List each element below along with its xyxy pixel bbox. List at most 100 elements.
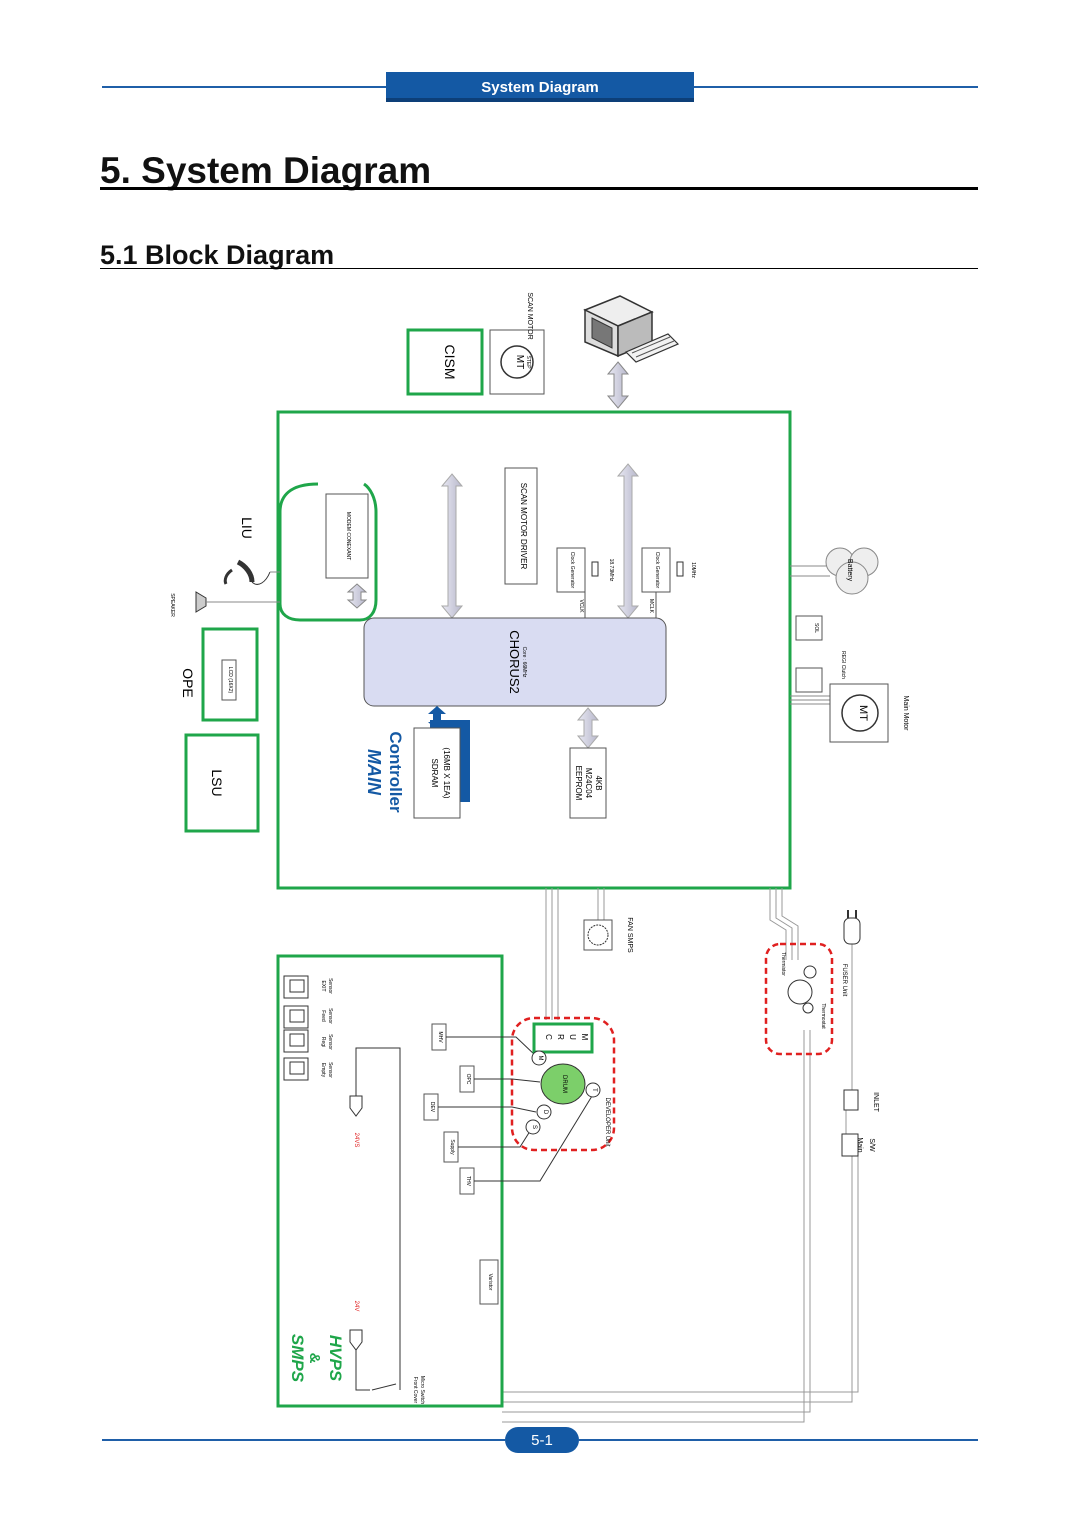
footer-rule-right — [579, 1439, 978, 1441]
lcd-label: LCD (16X2) — [227, 667, 233, 694]
eeprom-box — [569, 747, 607, 819]
thermostat-label: Thermostat — [820, 1003, 826, 1029]
dev-label: DEV — [429, 1102, 435, 1113]
inlet-label: INLET — [872, 1092, 879, 1113]
section-rule — [100, 268, 978, 269]
regi-sensor-sub: Sensor — [327, 1034, 333, 1050]
bus-arrow-left — [440, 473, 464, 619]
thermistor-label: Thermistor — [780, 952, 786, 976]
page-number: 5-1 — [505, 1427, 579, 1453]
feed-sensor-label: Feed — [320, 1010, 326, 1022]
chorus2-core: Core : 66MHz — [521, 647, 527, 678]
header-tab: System Diagram — [386, 72, 694, 102]
sdram-label: SDRAM — [430, 759, 439, 788]
scan-motor-label: SCAN MOTOR — [526, 292, 533, 339]
footer-rule-left — [102, 1439, 505, 1441]
cru-letter-r: R — [556, 1034, 565, 1040]
switch-wire — [355, 1346, 370, 1391]
hvps-logo: HVPS — [326, 1335, 345, 1382]
speaker-icon — [195, 591, 207, 613]
sensor-icons — [283, 975, 309, 1081]
fuser-roller-icon — [787, 979, 813, 1005]
chorus2-chip — [363, 617, 667, 707]
sdram-box — [413, 727, 461, 819]
computer-icon — [583, 295, 680, 363]
fan-smps-label: FAN SMPS — [626, 917, 633, 953]
sol-box — [795, 615, 823, 641]
clock-generator-2-box — [641, 547, 671, 593]
page-title: 5. System Diagram — [100, 150, 432, 191]
battery-icon — [825, 547, 879, 595]
inlet-box — [843, 1089, 859, 1111]
clock-generator-1-box — [556, 547, 586, 593]
eeprom-size: 4KB — [594, 775, 603, 790]
main-switch-box — [841, 1133, 859, 1157]
lcd-box — [221, 659, 237, 701]
cru-letter-m: M — [580, 1034, 589, 1041]
main-motor-mt: MT — [857, 705, 869, 721]
lsu-box — [184, 733, 260, 833]
controller-logo: Controller — [386, 731, 405, 813]
s-roller-icon — [525, 1119, 541, 1135]
ope-label: OPE — [180, 668, 196, 698]
smps-logo: SMPS — [288, 1334, 307, 1383]
sdram-size: (16MB X 1EA) — [442, 747, 451, 798]
mt-label: MT — [514, 355, 525, 369]
main-switch-sw: S/W — [868, 1138, 875, 1152]
cru-letter-u: U — [568, 1034, 577, 1040]
telephone-icon — [223, 559, 271, 585]
fan-icon — [587, 924, 609, 946]
cover-switch-wire — [355, 1047, 401, 1390]
cism-box — [406, 328, 484, 396]
header-rule-left — [102, 86, 386, 88]
clock-generator-2-label: Clock Generator — [654, 552, 660, 589]
header-rule-right — [694, 86, 978, 88]
main-logo: MAIN — [364, 749, 384, 796]
drum-icon — [540, 1063, 586, 1105]
exit-sensor-label: EXIT — [320, 980, 326, 991]
m-roller-label: M — [537, 1056, 543, 1061]
empty-sensor-sub: Sensor — [327, 1062, 333, 1078]
clock-generator-1-label: Clock Generator — [569, 552, 575, 589]
battery-label: Battery — [846, 559, 853, 582]
fuser-unit-box — [764, 942, 834, 1056]
supply-label: Supply — [449, 1139, 455, 1155]
crystal-1-icon — [591, 561, 599, 577]
scan-motor-driver-box — [504, 467, 538, 585]
d-roller-label: D — [542, 1110, 548, 1115]
24vs-label: 24VS — [353, 1133, 359, 1148]
exit-sensor-sub: Sensor — [327, 978, 333, 994]
fuse-icon-2 — [349, 1329, 363, 1351]
micro-switch-label: Micro Switch — [419, 1376, 425, 1405]
crystal-2-icon — [676, 561, 684, 577]
d-roller-icon — [536, 1104, 552, 1120]
main-motor-icon — [841, 694, 879, 732]
developer-unit-label: DEVELOPER Unit — [604, 1097, 610, 1146]
eeprom-label: EEPROM — [574, 766, 583, 801]
fuser-roller-3-icon — [802, 1002, 814, 1014]
cism-label: CISM — [442, 345, 458, 380]
regi-clutch-label: REGI Clutch — [840, 651, 846, 679]
micro-switch-icon — [371, 1383, 397, 1391]
scan-motor-icon — [500, 345, 534, 379]
liu-label: LIU — [239, 517, 255, 539]
hv-boxes — [423, 1023, 499, 1305]
opc-label: OPC — [465, 1074, 471, 1085]
cru-box — [510, 1016, 616, 1152]
scan-motor-driver-label: SCAN MOTOR DRIVER — [519, 483, 528, 570]
24v-label: 24V — [353, 1301, 359, 1312]
t-roller-label: T — [591, 1088, 597, 1092]
main-controller-box — [276, 410, 792, 890]
main-switch-label: Main — [856, 1137, 863, 1152]
cru-chip-box — [532, 1022, 594, 1054]
sol-label: SOL — [813, 623, 819, 633]
title-rule — [100, 187, 978, 190]
s-roller-label: S — [531, 1125, 537, 1129]
chorus2-label: CHORUS2 — [507, 630, 522, 694]
bus-arrow-right — [616, 463, 640, 619]
cru-letter-c: C — [544, 1034, 553, 1040]
eeprom-link-arrow — [576, 707, 600, 749]
fuse-icon-1 — [349, 1095, 363, 1117]
pc-link-arrow — [606, 361, 630, 409]
